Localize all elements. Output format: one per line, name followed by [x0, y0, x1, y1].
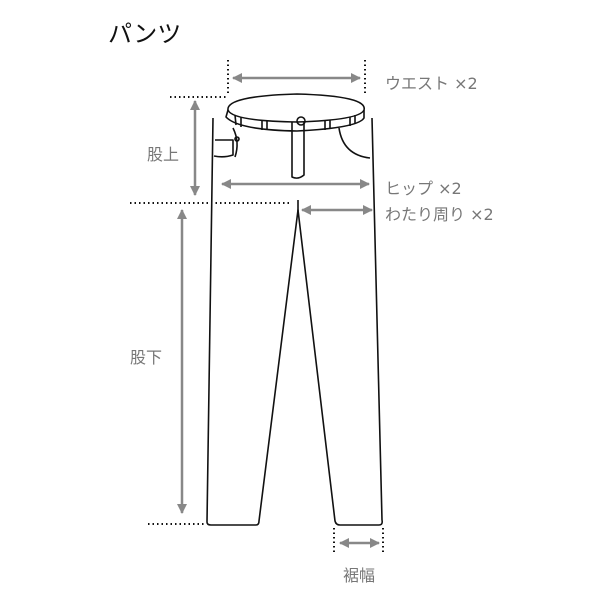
- hip-label: ヒップ ×2: [385, 179, 462, 198]
- inseam-label: 股下: [130, 348, 163, 367]
- page-title: パンツ: [108, 20, 182, 48]
- pants-outline: [206, 93, 383, 526]
- guides: [130, 60, 384, 553]
- arrows: [177, 73, 380, 548]
- hem-label: 裾幅: [343, 566, 376, 585]
- rise-label: 股上: [147, 145, 180, 164]
- waist-label: ウエスト ×2: [385, 74, 478, 93]
- thigh-label: わたり周り ×2: [385, 205, 494, 224]
